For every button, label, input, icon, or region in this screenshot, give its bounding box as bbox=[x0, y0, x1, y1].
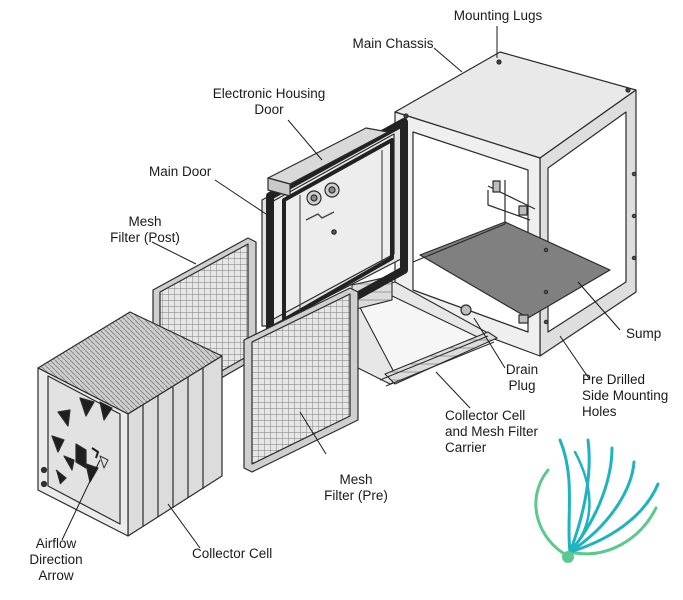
label-airflow-direction-arrow: Airflow Direction Arrow bbox=[29, 536, 83, 583]
label-main-chassis: Main Chassis bbox=[352, 36, 434, 51]
collector-cell bbox=[37, 311, 223, 537]
mounting-lug bbox=[496, 59, 502, 65]
label-mounting-lugs: Mounting Lugs bbox=[453, 8, 543, 23]
carrier-tray bbox=[351, 275, 498, 387]
label-mesh-filter-pre: Mesh Filter (Pre) bbox=[324, 472, 388, 503]
mesh-filter-pre bbox=[243, 287, 359, 473]
company-logo bbox=[534, 438, 660, 563]
electronic-housing-door bbox=[267, 127, 389, 197]
label-pre-drilled-side-mounting-holes: Pre Drilled Side Mounting Holes bbox=[582, 372, 669, 419]
label-mesh-filter-post: Mesh Filter (Post) bbox=[110, 214, 180, 245]
label-main-door: Main Door bbox=[149, 164, 212, 179]
leader-lines bbox=[61, 26, 621, 549]
label-collector-cell-and-mesh-filter-carrier: Collector Cell and Mesh Filter Carrier bbox=[445, 408, 539, 455]
main-chassis bbox=[394, 51, 637, 357]
airflow-arrow-mark bbox=[99, 455, 109, 469]
label-collector-cell: Collector Cell bbox=[192, 546, 273, 561]
sump-tray bbox=[419, 221, 611, 319]
drain-plug bbox=[460, 304, 472, 316]
label-drain-plug: Drain Plug bbox=[505, 362, 539, 393]
label-sump: Sump bbox=[626, 326, 662, 341]
label-electronic-housing-door: Electronic Housing Door bbox=[212, 86, 326, 117]
